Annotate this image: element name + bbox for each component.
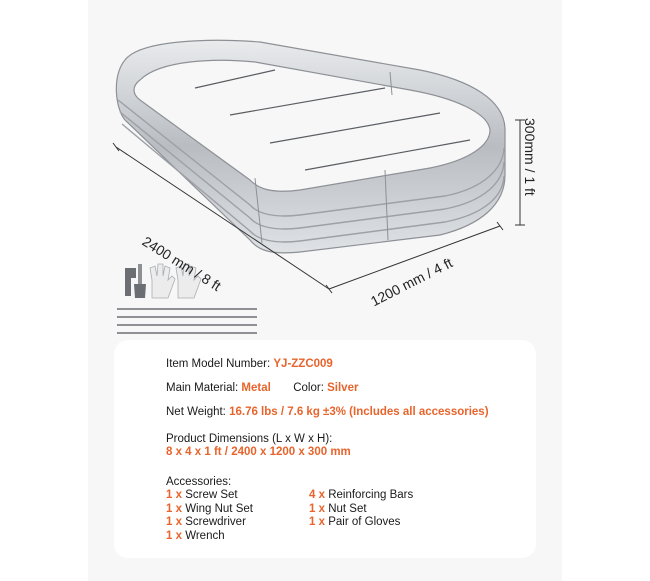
model-number-row: Item Model Number: YJ-ZZC009 xyxy=(166,358,333,370)
product-illustration xyxy=(112,39,525,334)
spec-card: Item Model Number: YJ-ZZC009 Main Materi… xyxy=(114,340,536,558)
material-value: Metal xyxy=(241,382,271,394)
weight-value: 16.76 lbs / 7.6 kg ±3% (Includes all acc… xyxy=(229,406,489,418)
accessories-label: Accessories: xyxy=(166,476,232,488)
dimensions-value: 8 x 4 x 1 ft / 2400 x 1200 x 300 mm xyxy=(166,446,351,458)
weight-row: Net Weight: 16.76 lbs / 7.6 kg ±3% (Incl… xyxy=(166,406,489,418)
accessory-item: 1 x Screwdriver xyxy=(166,516,246,528)
dimensions-label: Product Dimensions (L x W x H): xyxy=(166,433,333,445)
accessories-illustration xyxy=(117,263,257,334)
accessories-list-right: 4 x Reinforcing Bars 1 x Nut Set 1 x Pai… xyxy=(309,489,413,530)
accessory-item: 1 x Wing Nut Set xyxy=(166,502,253,515)
model-number-value: YJ-ZZC009 xyxy=(273,358,333,370)
reinforcing-bars-icon xyxy=(117,308,257,334)
height-dimension-label: 300mm / 1 ft xyxy=(522,118,538,196)
gloves-icon xyxy=(149,263,202,299)
material-label: Main Material: xyxy=(166,382,242,394)
accessory-item: 1 x Screw Set xyxy=(166,489,238,501)
color-label: Color: xyxy=(293,382,328,394)
wrench-icon xyxy=(125,268,136,296)
dimension-lines xyxy=(112,119,525,294)
accessory-item: 4 x Reinforcing Bars xyxy=(309,489,414,501)
accessories-list-left: 1 x Screw Set 1 x Wing Nut Set 1 x Screw… xyxy=(166,489,253,543)
garden-bed xyxy=(115,39,506,254)
color-value: Silver xyxy=(327,382,359,394)
accessory-item: 1 x Nut Set xyxy=(309,502,367,515)
screwdriver-icon xyxy=(134,264,146,298)
material-color-row: Main Material: Metal Color: Silver xyxy=(166,382,358,394)
accessory-item: 1 x Wrench xyxy=(166,529,225,542)
model-number-label: Item Model Number: xyxy=(166,358,274,370)
accessory-item: 1 x Pair of Gloves xyxy=(309,516,401,528)
weight-label: Net Weight: xyxy=(166,406,230,418)
